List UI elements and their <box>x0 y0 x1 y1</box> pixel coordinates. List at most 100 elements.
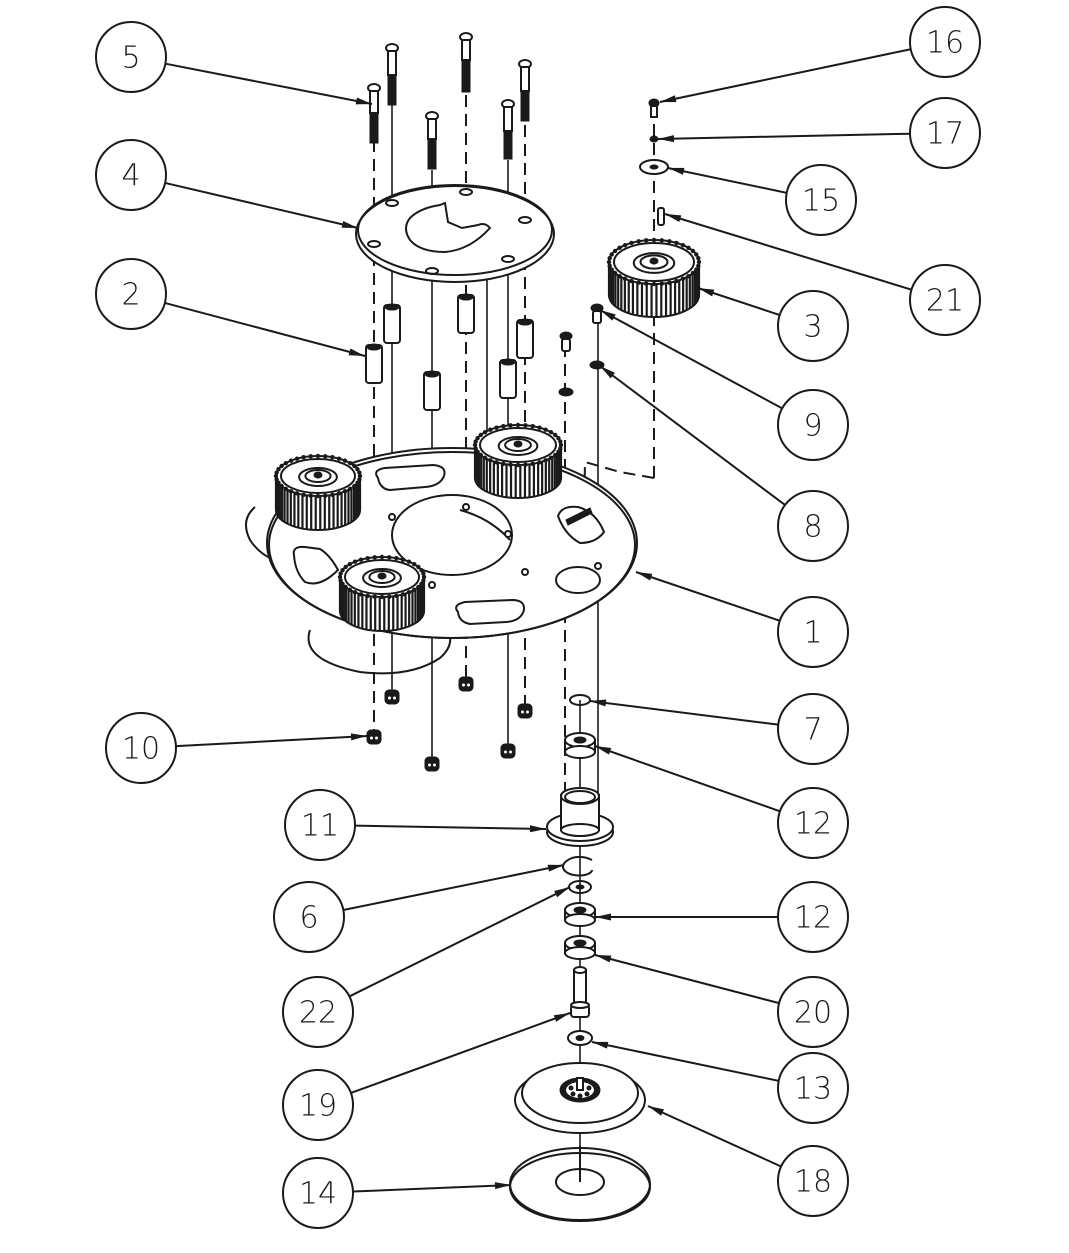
balloon-7: 7 <box>777 693 849 765</box>
balloon-11: 11 <box>284 789 356 861</box>
balloon-label: 20 <box>794 996 832 1031</box>
arrowhead-12b <box>595 913 611 921</box>
arrowhead-15 <box>668 167 685 175</box>
balloon-19: 19 <box>282 1069 354 1141</box>
leader-line-14 <box>352 1184 512 1193</box>
balloon-9: 9 <box>777 389 849 461</box>
bearing-part-20 <box>564 935 596 960</box>
arrowhead-4 <box>341 220 358 228</box>
leader-line-19 <box>350 1012 571 1094</box>
balloon-17: 17 <box>909 97 981 169</box>
balloon-circle <box>909 97 981 169</box>
balloon-circle <box>777 290 849 362</box>
leader-line-17 <box>657 132 911 140</box>
balloon-16: 16 <box>909 6 981 78</box>
balloon-circle <box>909 6 981 78</box>
washer-part-13 <box>567 1030 593 1046</box>
arrowhead-21 <box>665 214 682 223</box>
balloon-circle <box>282 1157 354 1229</box>
balloon-3: 3 <box>777 290 849 362</box>
leader-line-16 <box>659 48 911 103</box>
arrowhead-19 <box>553 1013 570 1022</box>
balloon-label: 3 <box>803 310 822 345</box>
shoulder-bolt-part-19 <box>570 966 590 1018</box>
balloon-label: 14 <box>299 1177 337 1212</box>
balloon-circle <box>95 139 167 211</box>
balloon-circle <box>95 258 167 330</box>
balloon-circle <box>105 712 177 784</box>
leader-line-1 <box>635 571 781 622</box>
balloon-4: 4 <box>95 139 167 211</box>
spacer-ring-part-7 <box>569 694 591 706</box>
balloon-label: 22 <box>299 996 337 1031</box>
leader-line-21 <box>664 213 912 291</box>
balloon-circle <box>909 264 981 336</box>
arrowhead-9 <box>600 310 616 321</box>
nuts-part-10 <box>366 676 533 772</box>
leader-line-22 <box>348 886 571 998</box>
leader-line-10 <box>175 735 368 748</box>
arrowhead-17 <box>658 135 675 143</box>
balloon-circle <box>777 693 849 765</box>
gear-part-3-front <box>337 554 427 632</box>
balloon-label: 6 <box>299 901 318 936</box>
retaining-ring-part-6 <box>562 855 593 877</box>
spacers-part-2 <box>365 293 534 411</box>
bearing-part-12-lower <box>564 902 596 927</box>
balloon-circle <box>777 976 849 1048</box>
leader-lines <box>164 48 912 1193</box>
balloon-1: 1 <box>777 596 849 668</box>
balloon-circle <box>282 1069 354 1141</box>
balloon-label: 11 <box>301 809 339 844</box>
balloon-label: 17 <box>926 117 964 152</box>
balloon-12a: 12 <box>777 787 849 859</box>
balloon-circle <box>777 881 849 953</box>
leader-line-18 <box>647 1105 782 1168</box>
balloon-20: 20 <box>777 976 849 1048</box>
balloon-label: 4 <box>121 159 140 194</box>
arrowhead-6 <box>547 864 564 872</box>
arrowhead-22 <box>554 887 570 898</box>
leader-line-5 <box>165 62 373 105</box>
leader-line-6 <box>343 864 565 911</box>
balloon-label: 10 <box>122 732 160 767</box>
balloon-label: 7 <box>803 713 822 748</box>
balloon-label: 18 <box>794 1165 832 1200</box>
balloon-21: 21 <box>909 264 981 336</box>
leader-line-9 <box>599 309 783 410</box>
screws-part-9 <box>559 303 604 352</box>
arrowhead-10 <box>350 733 367 741</box>
top-plate-part-4 <box>355 184 555 283</box>
leader-line-8 <box>599 365 786 506</box>
leader-line-12a <box>594 745 781 813</box>
balloon-circle <box>777 596 849 668</box>
balloon-circle <box>777 1145 849 1217</box>
pad-holder-part-18 <box>514 1062 646 1134</box>
arrowhead-5 <box>355 97 372 105</box>
arrowhead-2 <box>348 348 365 356</box>
balloon-label: 12 <box>794 901 832 936</box>
balloon-label: 9 <box>803 409 822 444</box>
balloon-label: 1 <box>803 616 822 651</box>
arrowhead-14 <box>494 1182 511 1190</box>
bearing-part-12-upper <box>564 732 596 759</box>
arrowhead-20 <box>595 955 612 963</box>
balloon-label: 5 <box>121 41 140 76</box>
balloon-label: 16 <box>926 26 964 61</box>
leader-line-4 <box>164 181 359 229</box>
balloon-2: 2 <box>95 258 167 330</box>
balloon-label: 8 <box>803 510 822 545</box>
balloon-13: 13 <box>777 1052 849 1124</box>
balloon-circle <box>777 490 849 562</box>
leader-line-7 <box>589 700 779 726</box>
balloon-14: 14 <box>282 1157 354 1229</box>
arrowhead-12a <box>595 746 612 755</box>
arrowhead-11 <box>529 825 546 833</box>
balloon-6: 6 <box>273 881 345 953</box>
balloon-circle <box>777 389 849 461</box>
arrowhead-13 <box>592 1041 609 1049</box>
gear-part-3 <box>606 237 702 318</box>
leader-line-11 <box>354 824 547 830</box>
balloon-circle <box>777 1052 849 1124</box>
